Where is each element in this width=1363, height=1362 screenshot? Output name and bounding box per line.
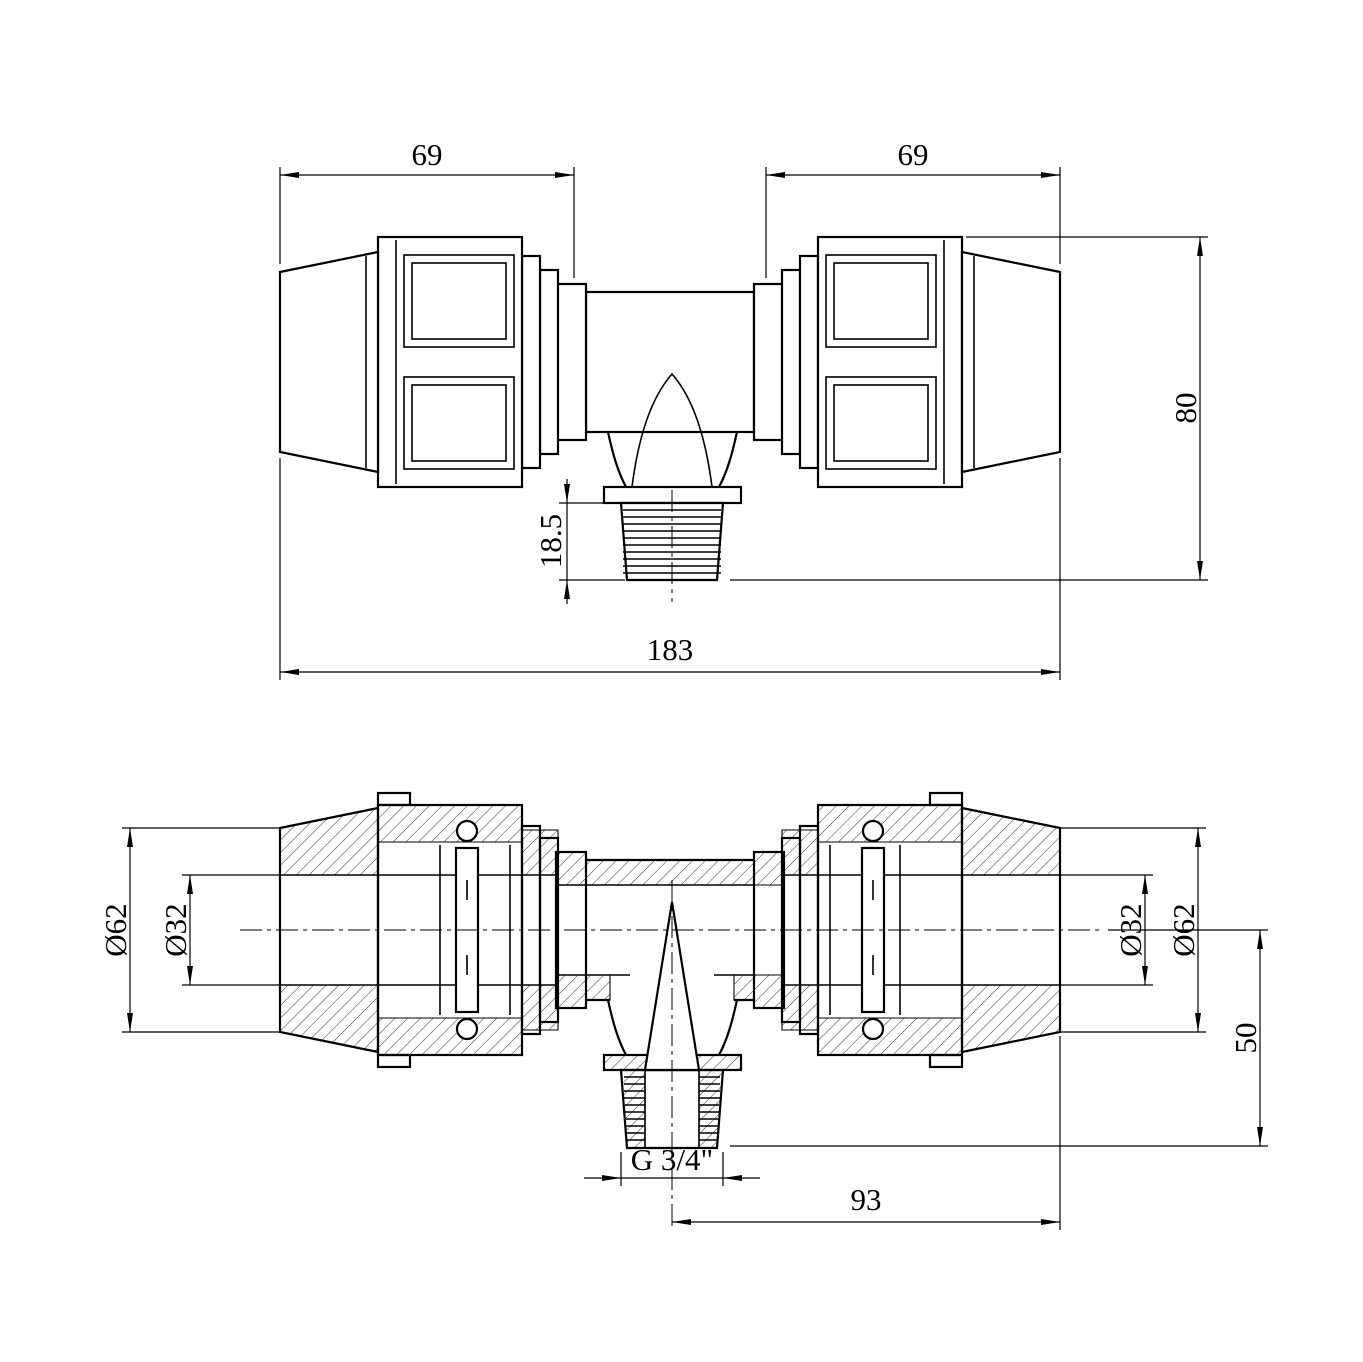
right-clamp-ring-outer bbox=[798, 254, 820, 470]
left-nut-panel-bottom-inset bbox=[411, 384, 507, 462]
section-bell-right bbox=[718, 999, 739, 1056]
section-left-oring-top bbox=[455, 819, 479, 843]
dim-thread-spec: G 3/4" bbox=[631, 1142, 713, 1177]
dim-left-outer-diameter: Ø62 bbox=[98, 903, 133, 956]
right-clamp-ring-inner bbox=[780, 268, 802, 456]
left-assembly bbox=[278, 235, 588, 489]
right-nut-panel-top-inset bbox=[833, 262, 929, 340]
branch-bell-right bbox=[718, 431, 739, 488]
branch-arch bbox=[631, 372, 713, 488]
section-bell-left bbox=[606, 999, 627, 1056]
top-view: 69 69 80 18.5 183 bbox=[278, 137, 1208, 680]
section-left-oring-bottom bbox=[455, 1017, 479, 1041]
right-assembly bbox=[752, 235, 1062, 489]
right-nut-panel-bottom bbox=[825, 376, 937, 470]
section-right-oring-bottom bbox=[861, 1017, 885, 1041]
dim-branch-height: 50 bbox=[1228, 1023, 1263, 1054]
left-nose bbox=[278, 250, 380, 474]
section-left-nut-step-top bbox=[376, 791, 412, 807]
tee-body bbox=[584, 290, 756, 582]
left-nut-panel-top bbox=[403, 254, 515, 348]
right-collar bbox=[752, 282, 786, 442]
left-collar bbox=[554, 282, 588, 442]
section-thread-lines bbox=[624, 1076, 720, 1141]
dim-overall-height: 80 bbox=[1168, 393, 1203, 424]
dim-left-end-length: 69 bbox=[412, 137, 443, 172]
left-nut-panel-top-inset bbox=[411, 262, 507, 340]
section-outlines bbox=[278, 791, 1062, 1150]
central-tube bbox=[584, 290, 756, 434]
left-clamp-ring-outer bbox=[520, 254, 542, 470]
dim-right-end-length: 69 bbox=[898, 137, 929, 172]
right-nut-panel-top bbox=[825, 254, 937, 348]
left-clamp-ring-inner bbox=[538, 268, 560, 456]
section-right-oring-top bbox=[861, 819, 885, 843]
section-right-nut-step-top bbox=[928, 791, 964, 807]
section-right-nut-step-bottom bbox=[928, 1053, 964, 1069]
dim-thread-length: 18.5 bbox=[533, 514, 568, 568]
section-view-dimensions: Ø62 Ø32 Ø32 Ø62 50 bbox=[98, 827, 1268, 1230]
right-nut bbox=[816, 235, 964, 489]
dim-overall-length: 183 bbox=[647, 632, 694, 667]
right-nose bbox=[960, 250, 1062, 474]
section-left-nut-step-bottom bbox=[376, 1053, 412, 1069]
branch-bell-left bbox=[606, 431, 627, 488]
left-nut bbox=[376, 235, 524, 489]
right-nut-panel-bottom-inset bbox=[833, 384, 929, 462]
top-view-dimensions: 69 69 80 18.5 183 bbox=[279, 137, 1208, 680]
section-view: Ø62 Ø32 Ø32 Ø62 50 bbox=[98, 791, 1268, 1230]
dim-branch-to-end: 93 bbox=[851, 1182, 882, 1217]
left-nut-panel-bottom bbox=[403, 376, 515, 470]
dim-left-inner-diameter: Ø32 bbox=[158, 903, 193, 956]
